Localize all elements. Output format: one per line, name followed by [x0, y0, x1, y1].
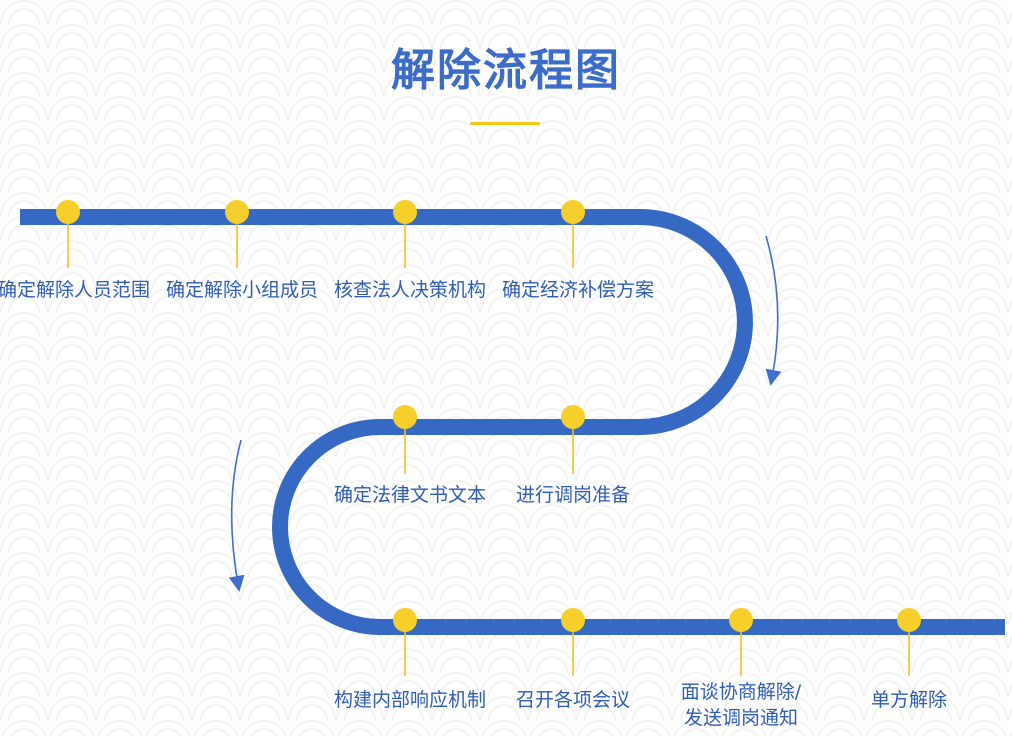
- node-6: [561, 405, 585, 429]
- flow-track: [20, 209, 1005, 635]
- step-label-2: 确定解除小组成员: [166, 279, 319, 301]
- step-label-7: 构建内部响应机制: [334, 689, 487, 711]
- step-label-3: 核查法人决策机构: [334, 279, 487, 301]
- step-label-8: 召开各项会议: [515, 689, 630, 711]
- node-8: [561, 608, 585, 632]
- node-4: [561, 200, 585, 224]
- step-label-9a: 面谈协商解除/: [680, 681, 802, 703]
- node-7: [393, 608, 417, 632]
- step-label-10: 单方解除: [870, 689, 947, 711]
- node-9: [729, 608, 753, 632]
- arrow-down-left-icon: [228, 439, 245, 592]
- arrow-down-right-icon: [765, 235, 782, 386]
- node-2: [225, 200, 249, 224]
- node-1: [56, 200, 80, 224]
- step-label-4: 确定经济补偿方案: [502, 279, 655, 301]
- page-title: 解除流程图: [391, 45, 621, 96]
- node-3: [393, 200, 417, 224]
- title-underline: [470, 122, 540, 125]
- node-10: [897, 608, 921, 632]
- step-label-6: 进行调岗准备: [515, 484, 630, 506]
- node-5: [393, 405, 417, 429]
- step-label-9b: 发送调岗通知: [683, 707, 798, 729]
- step-label-1: 确定解除人员范围: [0, 279, 151, 301]
- step-label-5: 确定法律文书文本: [334, 484, 487, 506]
